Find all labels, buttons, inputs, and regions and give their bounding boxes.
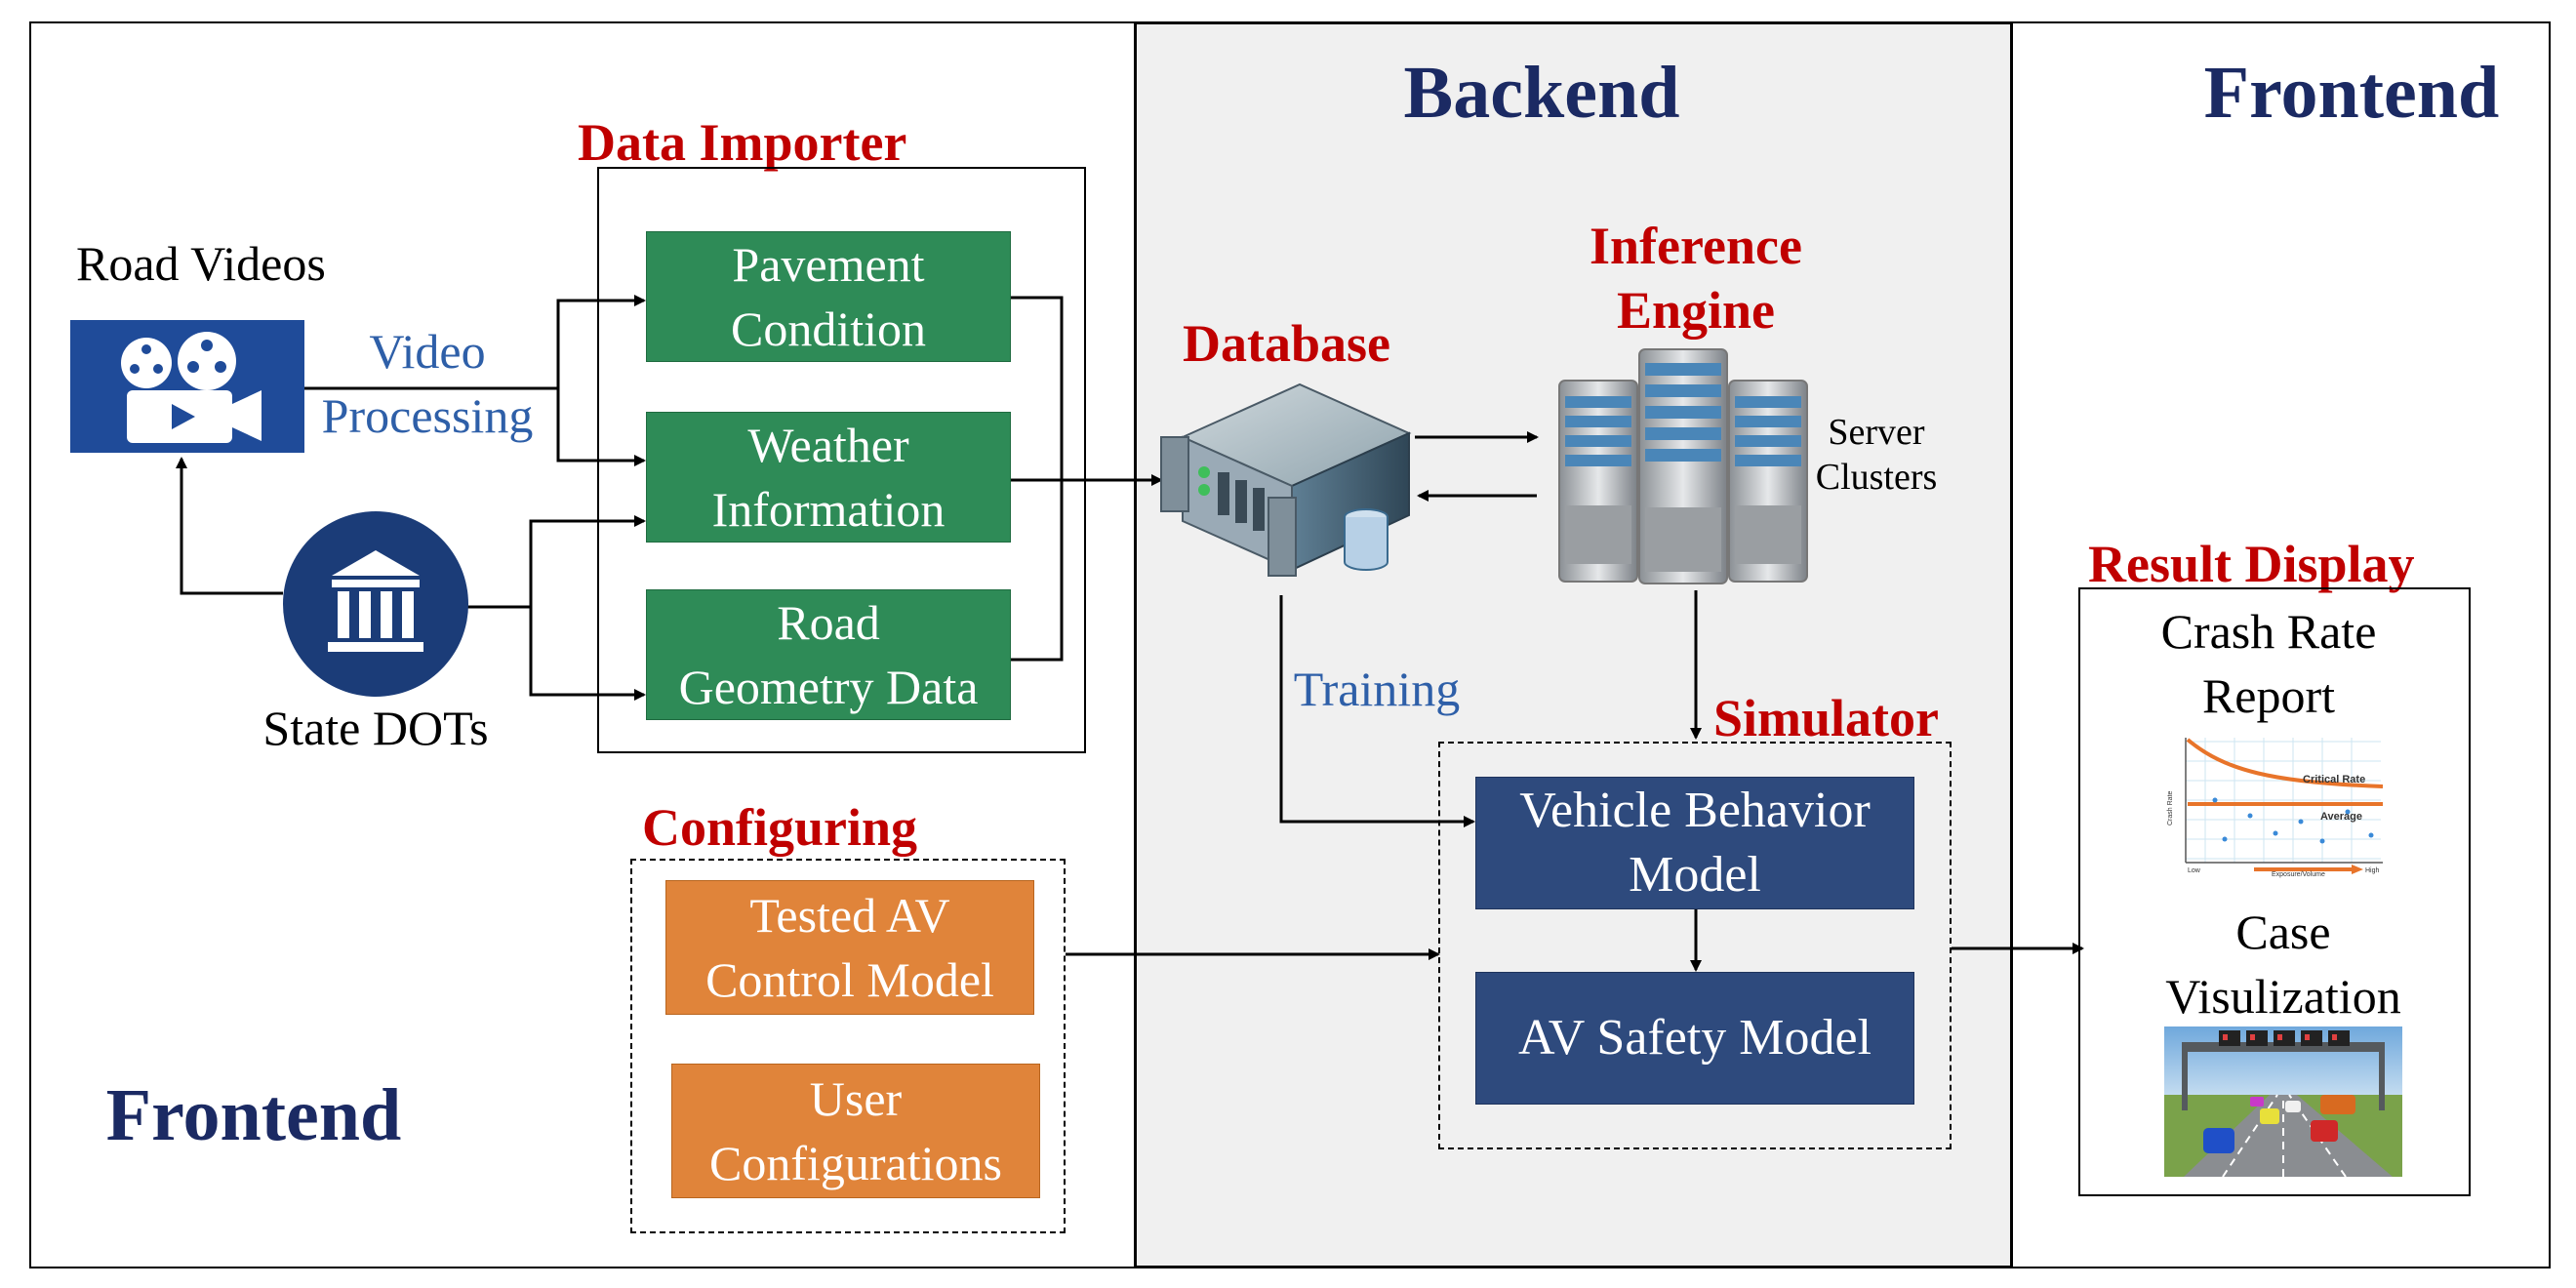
vehicle-behavior-model-box: Vehicle Behavior Model xyxy=(1475,777,1914,909)
critical-rate-label: Critical Rate xyxy=(2303,774,2365,785)
av-safety-model-label: AV Safety Model xyxy=(1517,1010,1872,1066)
low-axis-label: Low xyxy=(2188,867,2201,874)
simulator-container xyxy=(1438,742,1952,1149)
average-label: Average xyxy=(2320,811,2362,823)
government-building-icon xyxy=(283,511,468,697)
crash-rate-chart-image: Critical Rate Average Crash Rate Exposur… xyxy=(2156,732,2391,878)
pavement-condition-line1: Pavement xyxy=(732,237,925,292)
configuring-title: Configuring xyxy=(642,798,918,857)
data-importer-title: Data Importer xyxy=(578,113,907,172)
server-cluster-icon xyxy=(1555,342,1811,591)
vehicle-behavior-line2: Model xyxy=(1629,847,1761,903)
state-dots-label: State DOTs xyxy=(262,701,489,755)
road-geometry-line1: Road xyxy=(777,595,880,650)
weather-information-line2: Information xyxy=(711,482,946,537)
crash-rate-axis-label: Crash Rate xyxy=(2167,790,2174,825)
frontend-right-title: Frontend xyxy=(2203,52,2500,134)
video-processing-label-1: Video xyxy=(369,324,486,379)
frontend-left-title: Frontend xyxy=(105,1074,402,1156)
av-safety-model-box: AV Safety Model xyxy=(1475,972,1914,1105)
road-geometry-box: Road Geometry Data xyxy=(646,589,1011,720)
server-clusters-label-1: Server xyxy=(1828,412,1925,453)
high-axis-label: High xyxy=(2365,867,2380,874)
tested-av-line1: Tested AV xyxy=(749,888,950,943)
pavement-condition-line2: Condition xyxy=(730,302,927,356)
video-processing-label-2: Processing xyxy=(321,388,534,443)
case-visualization-label-2: Visulization xyxy=(2165,969,2401,1024)
backend-title: Backend xyxy=(1403,52,1680,134)
vehicle-behavior-line1: Vehicle Behavior xyxy=(1519,783,1871,838)
inference-engine-title-2: Engine xyxy=(1616,281,1776,340)
road-videos-label: Road Videos xyxy=(76,236,326,291)
database-server-icon xyxy=(1153,379,1417,595)
pavement-condition-box: Pavement Condition xyxy=(646,231,1011,362)
tested-av-control-model-box: Tested AV Control Model xyxy=(665,880,1034,1015)
weather-information-line1: Weather xyxy=(747,418,909,472)
film-camera-icon xyxy=(70,320,304,453)
case-visualization-label-1: Case xyxy=(2235,905,2331,959)
highway-simulation-image xyxy=(2164,1026,2402,1178)
user-configurations-line1: User xyxy=(809,1071,903,1126)
configuring-container xyxy=(630,859,1066,1233)
result-display-container xyxy=(2078,587,2471,1196)
server-clusters-label-2: Clusters xyxy=(1815,457,1938,498)
user-configurations-line2: Configurations xyxy=(709,1136,1002,1190)
data-importer-container xyxy=(597,167,1086,753)
crash-rate-report-label-1: Crash Rate xyxy=(2160,604,2377,659)
training-label: Training xyxy=(1293,662,1461,716)
user-configurations-box: User Configurations xyxy=(671,1064,1040,1198)
crash-rate-report-label-2: Report xyxy=(2201,668,2336,723)
weather-information-box: Weather Information xyxy=(646,412,1011,543)
exposure-volume-axis-label: Exposure/Volume xyxy=(2272,871,2325,878)
result-display-title: Result Display xyxy=(2088,535,2415,593)
road-geometry-line2: Geometry Data xyxy=(678,660,979,714)
simulator-title: Simulator xyxy=(1713,689,1940,747)
inference-engine-title-1: Inference xyxy=(1590,217,1802,275)
database-title: Database xyxy=(1183,314,1390,373)
tested-av-line2: Control Model xyxy=(705,952,994,1007)
